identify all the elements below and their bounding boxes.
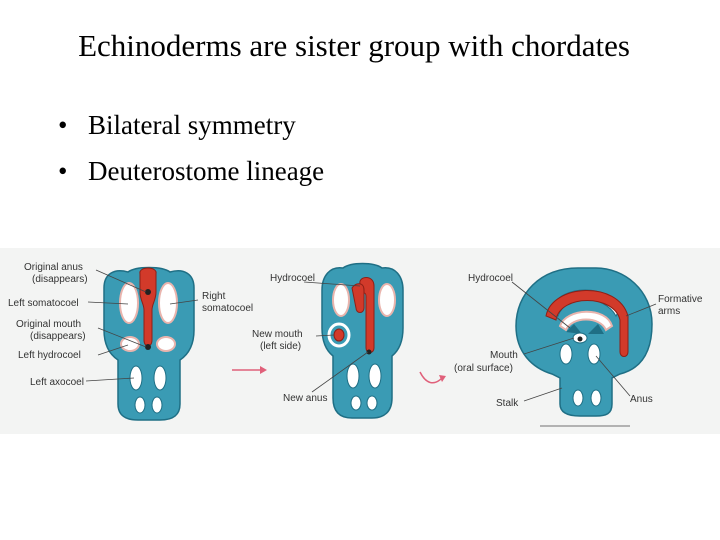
stage1-anus-dot [145,289,151,295]
stage3-leader-lines [511,281,657,402]
stage1-mouth-dot [145,344,151,350]
stage2-lower-left-cavity [346,363,360,389]
label-right-somatocoel-line2: somatocoel [202,303,253,314]
bullet-list: • Bilateral symmetry • Deuterostome line… [58,102,324,194]
stage2-anus-dot [366,349,372,355]
stage1-gut [139,267,157,347]
stage3-left-arm [566,324,582,334]
label-anus: Anus [630,394,653,405]
stage3-right-lower-cavity [587,343,601,365]
stage1-lower-left-lobe [134,396,146,414]
slide-title: Echinoderms are sister group with chorda… [78,28,630,63]
label-new-anus: New anus [283,393,327,404]
transition-arrow-1 [232,366,267,374]
stage1-larva [103,266,195,421]
label-left-axocoel: Left axocoel [30,377,84,388]
label-new-mouth: New mouth [252,329,303,340]
stage2-rudiment [333,328,345,342]
label-original-anus: Original anus [24,262,83,273]
label-mouth: Mouth [490,350,518,361]
bullet-dot-icon: • [58,156,68,186]
stage1-left-somatocoel [119,282,139,324]
stage2-leader-lines [303,281,369,393]
bullet-text: Bilateral symmetry [88,110,296,140]
larva-development-figure: Original anus (disappears) Left somatoco… [0,248,720,434]
stage3-hydrocoel-ring [545,290,629,357]
label-stalk: Stalk [496,398,519,409]
stage3-stalk-right [590,389,602,407]
stage2-right-pouch [378,283,396,317]
label-formative-arms-line2: arms [658,306,680,317]
label-new-mouth-note: (left side) [260,341,301,352]
stage1-leader-lines [85,269,199,382]
stage3-right-arm [588,324,604,334]
stage2-larva [321,262,404,419]
bullet-text: Deuterostome lineage [88,156,325,186]
bullet-item: • Bilateral symmetry [58,102,324,148]
label-mouth-note: (oral surface) [454,363,513,374]
stage2-hydrocoel-arm [351,283,365,313]
label-hydrocoel-stage2: Hydrocoel [270,273,315,284]
stage1-lower-right-lobe [151,396,163,414]
label-right-somatocoel: Right [202,291,226,302]
label-original-anus-note: (disappears) [32,274,88,285]
bullet-dot-icon: • [58,110,68,140]
stage3-left-lower-cavity [559,343,573,365]
stage1-left-hydrocoel [120,336,140,352]
stage2-lower-right-cavity [368,363,382,389]
stage3-juvenile [515,267,653,427]
stage1-right-hydrocoel [156,336,176,352]
stage1-axocoel-right [153,365,167,391]
stage3-mouth-dot [577,336,583,342]
stage2-left-pouch [332,283,350,317]
label-hydrocoel-stage3: Hydrocoel [468,273,513,284]
stage2-bottom-left-lobe [350,395,362,411]
figure-canvas: Original anus (disappears) Left somatoco… [8,262,703,427]
label-original-mouth-note: (disappears) [30,331,86,342]
label-formative-arms: Formative [658,294,703,305]
label-left-hydrocoel: Left hydrocoel [18,350,81,361]
label-original-mouth: Original mouth [16,319,81,330]
bullet-item: • Deuterostome lineage [58,148,324,194]
stage3-stalk-left [572,389,584,407]
transition-arrow-2 [419,371,446,384]
stage3-inner-ring [558,310,614,332]
label-left-somatocoel: Left somatocoel [8,298,79,309]
stage2-bottom-right-lobe [366,395,378,411]
